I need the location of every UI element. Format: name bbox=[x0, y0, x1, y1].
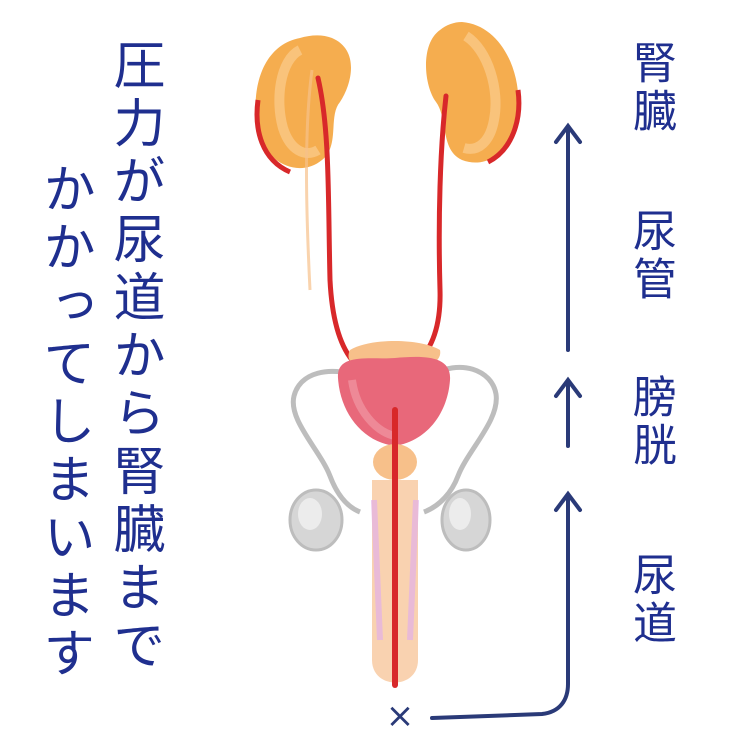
right-ureter bbox=[415, 93, 449, 365]
bladder bbox=[337, 356, 451, 446]
cross-mark-icon: × bbox=[386, 696, 415, 736]
right-kidney bbox=[426, 22, 522, 165]
arrow-up-icon bbox=[554, 376, 582, 398]
label-urethra: 尿道 bbox=[625, 552, 676, 648]
caption-column-2: かかってしまいます bbox=[34, 162, 94, 684]
arrow-up-icon bbox=[554, 490, 582, 512]
pressure-arrow bbox=[430, 128, 570, 720]
label-kidney: 腎臓 bbox=[625, 40, 676, 136]
label-bladder: 膀胱 bbox=[625, 374, 676, 470]
left-kidney bbox=[254, 35, 351, 175]
left-vas-deferens bbox=[290, 368, 362, 515]
label-ureter: 尿管 bbox=[625, 208, 676, 304]
right-testis bbox=[440, 488, 492, 552]
left-ureter bbox=[315, 75, 355, 363]
caption-column-1: 圧力が尿道から腎臓まで bbox=[104, 38, 164, 676]
left-testis bbox=[288, 488, 344, 552]
right-vas-deferens bbox=[423, 364, 499, 515]
arrow-up-icon bbox=[554, 122, 582, 144]
